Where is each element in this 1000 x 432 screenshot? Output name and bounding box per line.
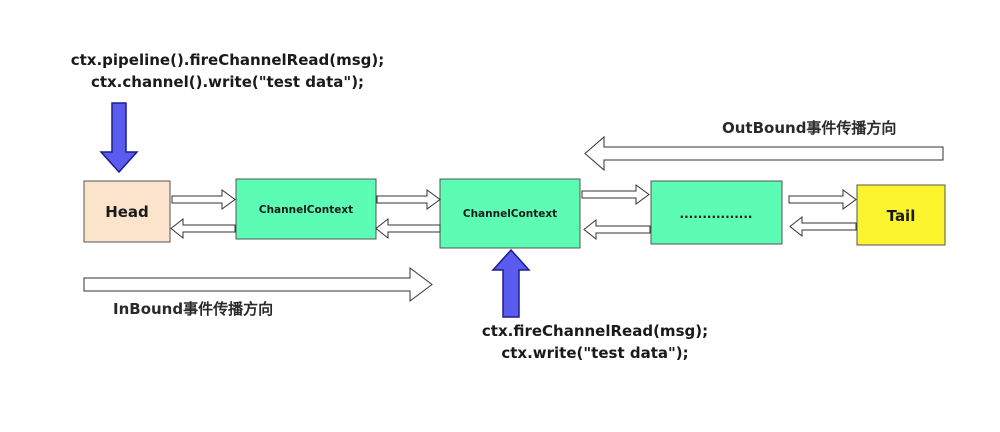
tail-label: Tail bbox=[887, 207, 916, 225]
channel-context-node-2 bbox=[439, 178, 581, 249]
ellipsis-node bbox=[650, 180, 783, 245]
outbound-direction-label: OutBound事件传播方向 bbox=[722, 119, 897, 137]
up-pointer-arrow bbox=[491, 248, 531, 318]
bottom-code-line-2: ctx.write("test data"); bbox=[501, 344, 689, 362]
bottom-code-line-1: ctx.fireChannelRead(msg); bbox=[481, 322, 709, 340]
top-code-line-2: ctx.channel().write("test data"); bbox=[90, 73, 365, 91]
top-code-line-1: ctx.pipeline().fireChannelRead(msg); bbox=[70, 51, 385, 69]
backward-connector-arrow bbox=[789, 215, 857, 238]
backward-connector-arrow bbox=[583, 218, 651, 241]
forward-connector-arrow bbox=[581, 184, 650, 205]
head-label: Head bbox=[105, 203, 149, 221]
inbound-direction-arrow bbox=[83, 267, 433, 302]
channel-context-label-2: ChannelContext bbox=[463, 208, 557, 220]
channel-context-node-1 bbox=[235, 178, 377, 240]
backward-connector-arrow bbox=[375, 217, 441, 240]
forward-connector-arrow bbox=[171, 189, 236, 210]
ellipsis-label: ................ bbox=[680, 207, 753, 221]
bottom-code-snippet: ctx.fireChannelRead(msg); ctx.write("tes… bbox=[455, 320, 735, 364]
top-code-snippet: ctx.pipeline().fireChannelRead(msg); ctx… bbox=[55, 49, 400, 93]
tail-node bbox=[856, 184, 946, 246]
outbound-direction-arrow bbox=[584, 135, 944, 172]
inbound-direction-label: InBound事件传播方向 bbox=[113, 300, 274, 318]
forward-connector-arrow bbox=[376, 189, 441, 210]
channel-context-label-1: ChannelContext bbox=[259, 204, 353, 216]
down-pointer-arrow bbox=[99, 102, 139, 174]
head-node bbox=[83, 180, 171, 243]
backward-connector-arrow bbox=[170, 217, 236, 240]
forward-connector-arrow bbox=[788, 189, 857, 210]
